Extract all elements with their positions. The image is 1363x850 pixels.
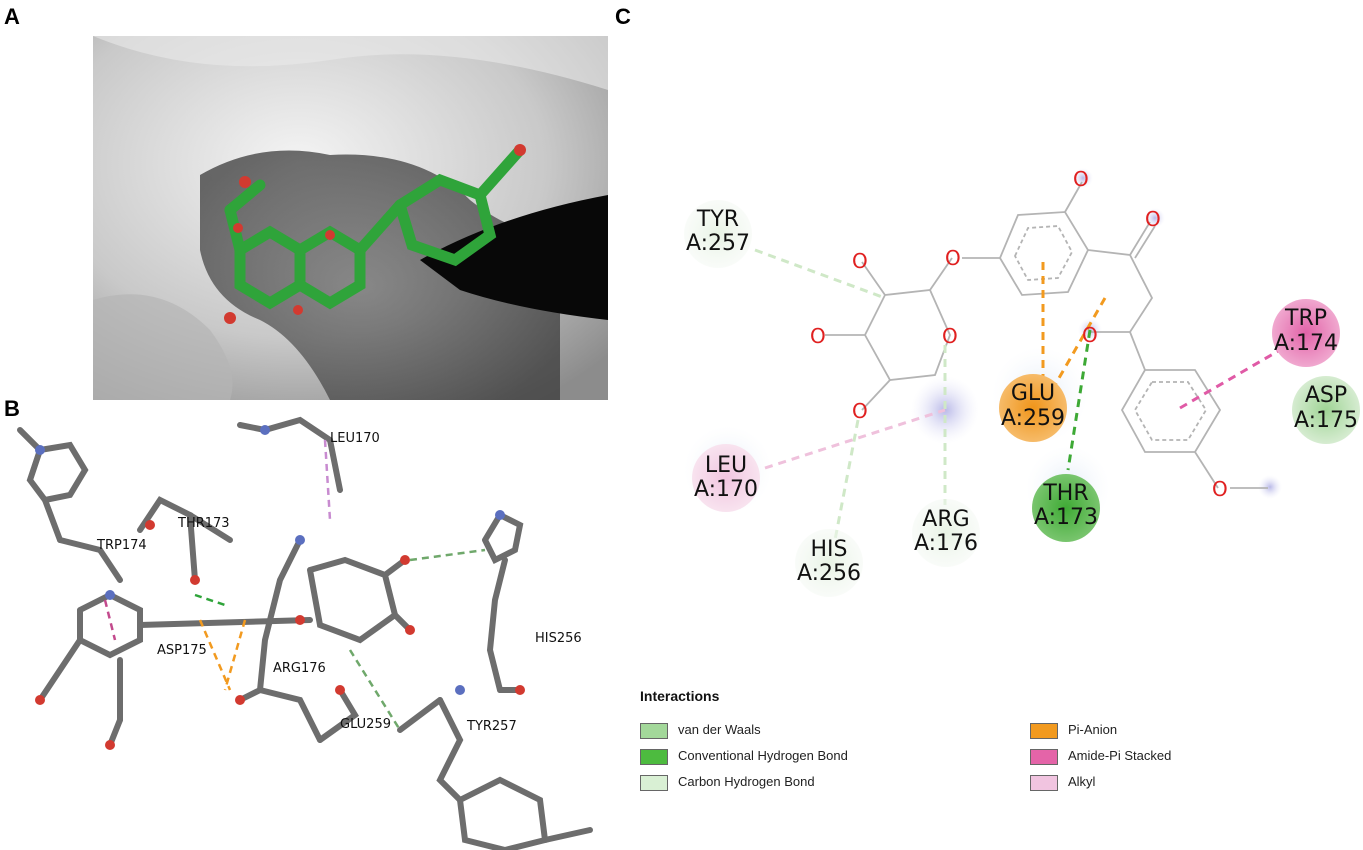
- panel-a-letter: A: [4, 4, 20, 29]
- label-trp174: TRP174: [96, 538, 147, 553]
- atom-o-1: O: [852, 249, 868, 273]
- legend-label: Amide-Pi Stacked: [1068, 748, 1172, 763]
- residue-glu259-name: GLU: [1011, 381, 1055, 406]
- atom-o-4: O: [942, 324, 958, 348]
- atom-o-3: O: [852, 399, 868, 423]
- residue-leu170-id: A:170: [694, 477, 758, 502]
- atom-o-6: O: [1073, 167, 1089, 191]
- legend-label: Conventional Hydrogen Bond: [678, 748, 848, 763]
- legend-label: van der Waals: [678, 722, 761, 737]
- residue-asp175-id: A:175: [1294, 408, 1358, 433]
- legend-swatch: [640, 723, 668, 739]
- residue-arg176-name: ARG: [922, 507, 969, 532]
- residue-glu259-id: A:259: [1001, 406, 1065, 431]
- legend-swatch: [1030, 749, 1058, 765]
- label-tyr257: TYR257: [466, 719, 517, 734]
- atom-o-5: O: [945, 246, 961, 270]
- label-thr173: THR173: [177, 516, 230, 531]
- residue-arg176-id: A:176: [914, 531, 978, 556]
- residue-tyr257-id: A:257: [686, 231, 750, 256]
- interactions-legend: Interactions van der Waals Conventional …: [640, 688, 1240, 798]
- label-leu170: LEU170: [330, 431, 380, 446]
- legend-swatch: [640, 749, 668, 765]
- label-arg176: ARG176: [273, 661, 326, 676]
- legend-swatch: [1030, 775, 1058, 791]
- label-asp175: ASP175: [157, 643, 207, 658]
- label-glu259: GLU259: [340, 717, 391, 732]
- residue-his256-name: HIS: [811, 537, 848, 562]
- residue-tyr257-name: TYR: [696, 207, 739, 232]
- atom-o-8: O: [1082, 323, 1098, 347]
- legend-title: Interactions: [640, 688, 720, 704]
- panel-b-letter: B: [4, 396, 20, 421]
- atom-o-7: O: [1145, 207, 1161, 231]
- legend-label: Alkyl: [1068, 774, 1096, 789]
- panel-c-letter: C: [615, 4, 631, 29]
- atom-o-2: O: [810, 324, 826, 348]
- label-his256: HIS256: [535, 631, 582, 646]
- legend-swatch: [640, 775, 668, 791]
- legend-label: Carbon Hydrogen Bond: [678, 774, 815, 789]
- residue-asp175-name: ASP: [1305, 383, 1347, 408]
- residue-his256-id: A:256: [797, 561, 861, 586]
- residue-leu170-name: LEU: [705, 453, 747, 478]
- legend-swatch: [1030, 723, 1058, 739]
- legend-label: Pi-Anion: [1068, 722, 1118, 737]
- residue-thr173-name: THR: [1042, 481, 1088, 506]
- atom-o-9: O: [1212, 477, 1228, 501]
- residue-trp174-id: A:174: [1274, 331, 1338, 356]
- residue-trp174-name: TRP: [1284, 306, 1327, 331]
- residue-thr173-id: A:173: [1034, 505, 1098, 530]
